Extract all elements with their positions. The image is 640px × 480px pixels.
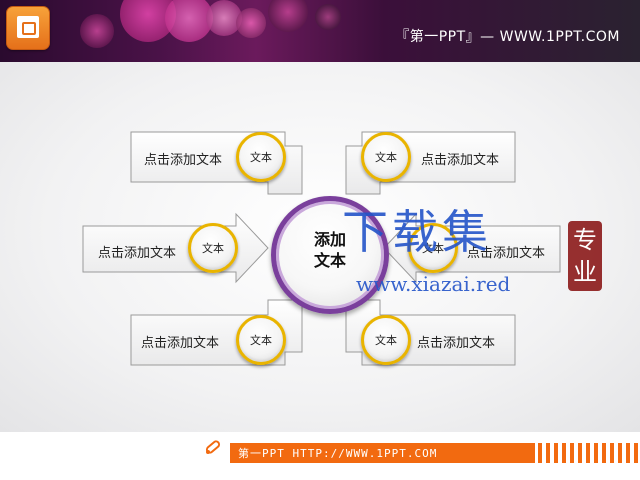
header-banner: 『第一PPT』— WWW.1PPT.COM xyxy=(0,0,640,62)
watermark-title: 下载集 xyxy=(342,205,492,259)
brand-text: 『第一PPT』— WWW.1PPT.COM xyxy=(395,29,620,45)
center-line2: 文本 xyxy=(313,251,346,270)
pencil-icon xyxy=(205,440,221,454)
text-badge[interactable]: 文本 xyxy=(236,132,286,182)
text-badge[interactable]: 文本 xyxy=(361,315,411,365)
bokeh-decoration xyxy=(80,14,114,48)
text-badge[interactable]: 文本 xyxy=(408,223,458,273)
center-line1: 添加 xyxy=(313,230,346,249)
item-label[interactable]: 点击添加文本 xyxy=(144,153,223,168)
footer-text[interactable]: 第一PPT HTTP://WWW.1PPT.COM xyxy=(238,447,438,460)
item-label[interactable]: 点击添加文本 xyxy=(417,336,496,351)
slide-canvas: 点击添加文本 点击添加文本 点击添加文本 点击添加文本 点击添加文本 点击添加文… xyxy=(0,62,640,432)
bokeh-decoration xyxy=(236,8,266,38)
center-hub[interactable]: 添加 文本 xyxy=(271,196,389,314)
seal-stamp: 专业 xyxy=(568,221,602,291)
watermark-url: www.xiazai.red xyxy=(356,272,511,296)
text-badge[interactable]: 文本 xyxy=(236,315,286,365)
item-label[interactable]: 点击添加文本 xyxy=(98,246,177,261)
powerpoint-icon[interactable] xyxy=(6,6,50,50)
footer-bar xyxy=(230,443,535,463)
bokeh-decoration xyxy=(315,4,341,30)
item-label[interactable]: 点击添加文本 xyxy=(467,246,546,261)
item-label[interactable]: 点击添加文本 xyxy=(421,153,500,168)
footer-stripes xyxy=(538,443,638,463)
text-badge[interactable]: 文本 xyxy=(188,223,238,273)
bokeh-decoration xyxy=(268,0,308,32)
item-label[interactable]: 点击添加文本 xyxy=(141,336,220,351)
text-badge[interactable]: 文本 xyxy=(361,132,411,182)
center-text: 添加 文本 xyxy=(276,229,384,271)
bokeh-decoration xyxy=(165,0,213,42)
